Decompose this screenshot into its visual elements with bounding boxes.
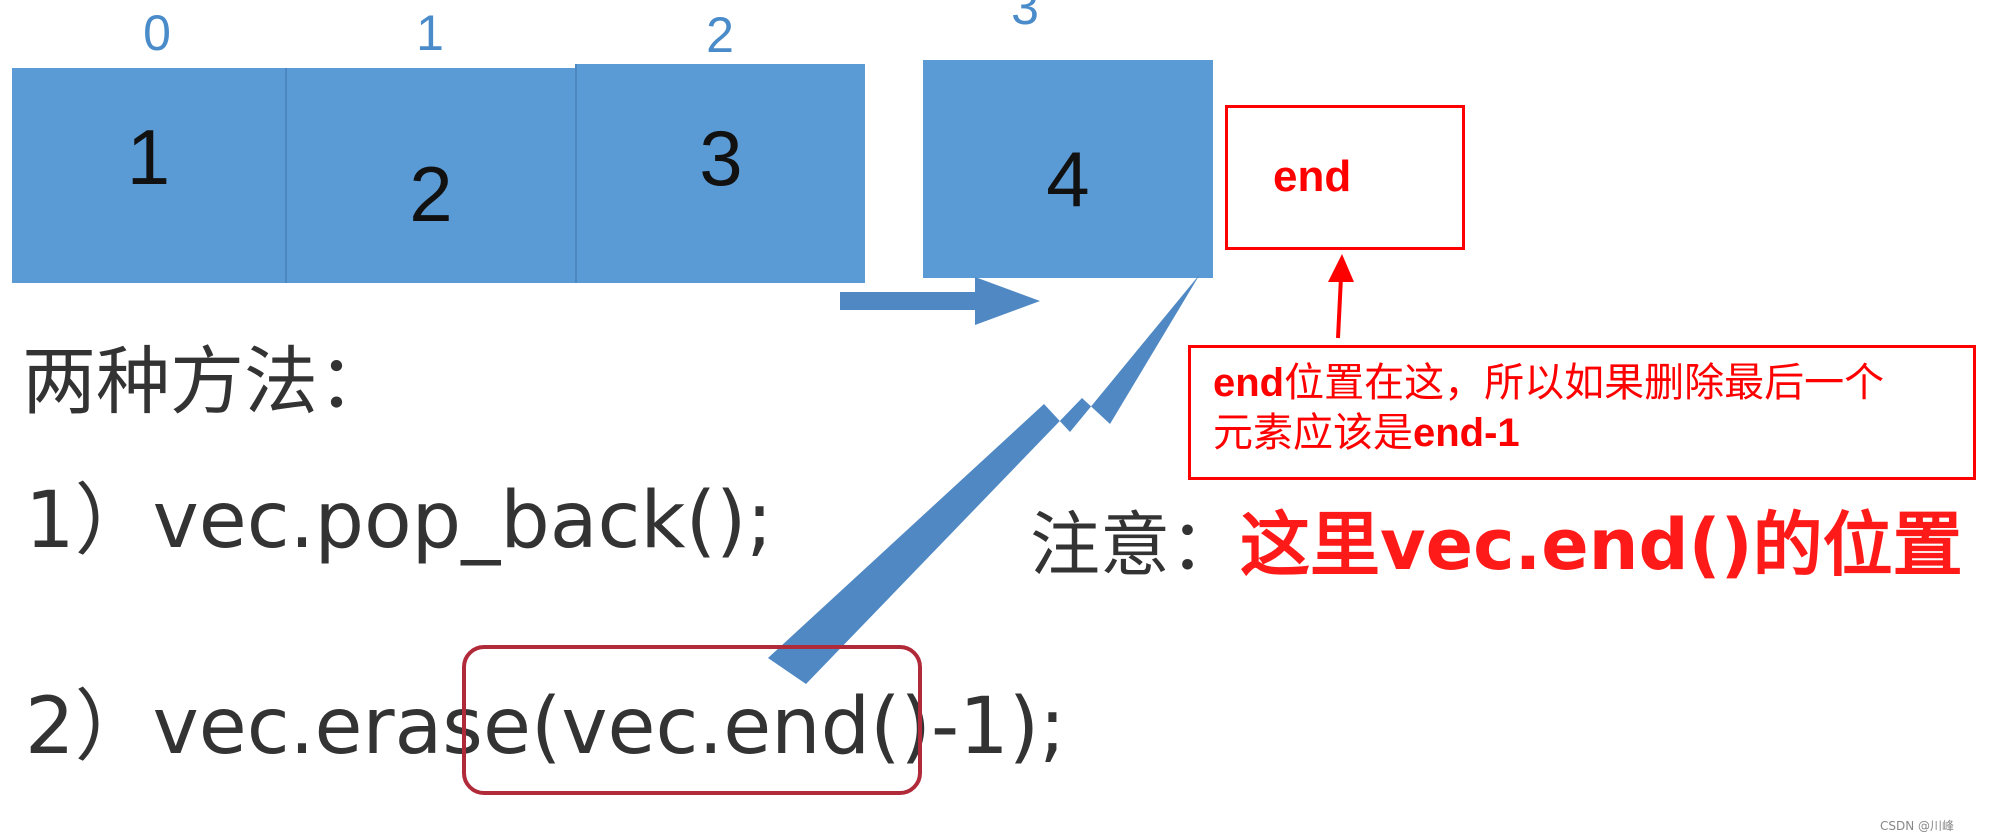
method-2-code: 2）vec.erase(vec.end()-1); [25,688,1065,766]
index-label-0: 0 [143,5,171,61]
array-cell-2: 3 [575,64,865,283]
highlight-ring [462,645,922,795]
up-arrow-icon [1328,254,1354,282]
attention-line: 注意：这里vec.end()的位置 [1030,510,1963,580]
method-2-highlight: (vec.end()-1) [530,682,1040,772]
method-2-prefix: 2）vec.erase [25,682,531,772]
note-text-2: 元素应该是 [1213,410,1413,456]
method-2-suffix: ; [1039,682,1066,772]
note-line-1: end位置在这，所以如果删除最后一个 [1213,358,1973,408]
explanation-note: end位置在这，所以如果删除最后一个 元素应该是end-1 [1188,345,1976,480]
array-cell-1: 2 [285,68,575,283]
index-label-1: 1 [416,5,444,61]
index-label-3: 3 [1011,0,1039,35]
end-position-box: end [1225,105,1465,250]
note-bold-end: end [1213,361,1285,405]
note-bold-end-1: end-1 [1413,411,1520,455]
note-text-1: 位置在这，所以如果删除最后一个 [1284,360,1885,406]
shift-right-arrow-icon [840,277,1040,325]
attention-label: 注意： [1030,504,1240,586]
watermark: CSDN @川峰 [1880,819,1955,833]
note-line-2: 元素应该是end-1 [1213,408,1973,458]
methods-title: 两种方法： [22,339,392,425]
end-label: end [1273,152,1352,201]
attention-highlight: 这里vec.end()的位置 [1240,504,1963,586]
index-label-2: 2 [706,7,734,63]
up-arrow-shaft [1336,276,1343,339]
big-diagonal-arrow-icon [768,274,1200,684]
array-cell-0: 1 [12,68,285,283]
method-1-code: 1）vec.pop_back(); [25,476,773,566]
array-cell-3: 4 [923,60,1213,278]
